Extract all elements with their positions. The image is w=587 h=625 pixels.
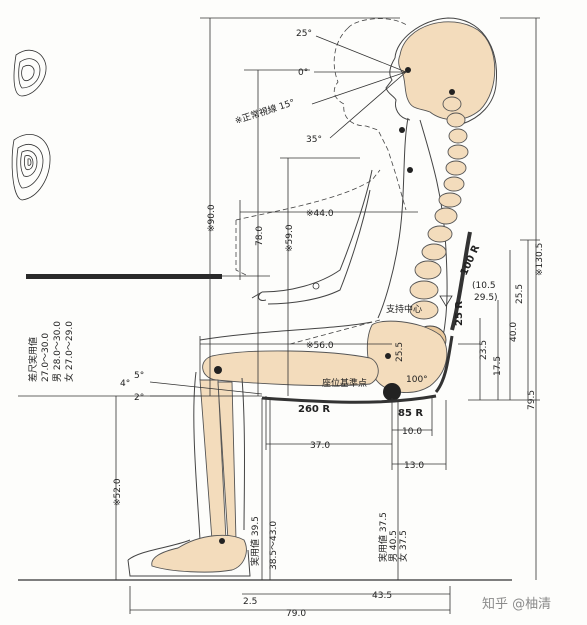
dim-90: ※90.0 [207, 204, 217, 232]
backrest-upper [450, 231, 472, 331]
angle-35: 35° [306, 135, 322, 145]
diff-title: 差尺実用値 [27, 337, 39, 382]
angle-2: 2° [134, 393, 144, 403]
dim-38-5-43: 38.5～43.0 [269, 521, 279, 570]
dim-44: ※44.0 [306, 209, 334, 219]
radius-260: 260 R [298, 404, 330, 415]
support-center-mark [439, 295, 453, 307]
dim-10: 10.0 [402, 427, 422, 437]
sight-line-label: ※正常視線 15° [233, 96, 296, 127]
dim-44-star: ※ [306, 209, 314, 219]
radius-25: 25 R [454, 301, 465, 326]
dim-23-5: 23.5 [479, 340, 489, 360]
dim-paren-2: 29.5) [474, 293, 498, 303]
dim-130-5-value: 130.5 [535, 243, 545, 269]
dim-130-5-star: ※ [535, 268, 545, 276]
table-edge [26, 274, 222, 279]
pressure-contour-bottom [11, 134, 51, 201]
dashed-head-posture [333, 18, 409, 211]
dim-39-5: 実用値 39.5 [249, 516, 261, 566]
dim-52-star: ※ [113, 498, 123, 506]
dim-79-5: 79.5 [527, 390, 537, 410]
dim-79: 79.0 [286, 609, 306, 619]
angle-25: 25° [296, 29, 312, 39]
sight-lines [311, 35, 411, 139]
femur [202, 350, 379, 387]
dim-52: ※52.0 [113, 478, 123, 506]
dim-56: ※56.0 [306, 341, 334, 351]
dim-52-value: 52.0 [113, 478, 123, 498]
dim-130-5: ※130.5 [535, 243, 545, 276]
dim-56-value: 56.0 [314, 341, 334, 351]
seat-reference-mark [383, 383, 401, 401]
angle-100: 100° [406, 375, 428, 385]
sight-line-text: 正常視線 15° [240, 96, 296, 124]
star-mark: ※ [234, 115, 244, 127]
dim-37: 37.0 [310, 441, 330, 451]
dim-59: ※59.0 [285, 224, 295, 252]
dim-37-5: 実用値 37.5 [377, 512, 389, 562]
support-center-label: 支持中心 [386, 303, 422, 315]
angle-0: 0° [298, 68, 308, 78]
radius-100: 100 R [459, 243, 483, 277]
dim-17-5: 17.5 [493, 356, 503, 376]
dim-25-5-pelvis: 25.5 [395, 342, 405, 362]
diff-female: 女 27.0～29.0 [63, 321, 75, 382]
dim-40: 40.0 [509, 322, 519, 342]
dim-90-value: 90.0 [207, 204, 217, 224]
diff-all: 27.0～30.0 [41, 333, 51, 382]
seat-ref-label: 座位基準点 [322, 377, 367, 389]
radius-85: 85 R [398, 408, 423, 419]
dashed-arm-posture [235, 169, 381, 277]
dim-2-5: 2.5 [243, 597, 257, 607]
dimension-lines [115, 17, 540, 614]
watermark: 知乎 @柚清 [482, 596, 551, 612]
dim-43-5: 43.5 [372, 591, 392, 601]
angle-5: 5° [134, 371, 144, 381]
dim-78: 78.0 [255, 226, 265, 246]
dim-56-star: ※ [306, 341, 314, 351]
dim-59-value: 59.0 [285, 224, 295, 244]
pressure-contour-top [13, 49, 47, 97]
dim-37-5-female: 女 37.5 [397, 530, 409, 562]
diff-male: 男 28.0～30.0 [52, 321, 63, 382]
dim-90-star: ※ [207, 224, 217, 232]
dim-44-value: 44.0 [314, 209, 334, 219]
dim-13: 13.0 [404, 461, 424, 471]
foot [151, 534, 247, 573]
backrest-lower [434, 335, 454, 393]
dim-paren-1: (10.5 [472, 281, 496, 291]
seat-surface [261, 394, 437, 404]
angle-4: 4° [120, 379, 130, 389]
dim-25-5: 25.5 [515, 284, 525, 304]
dim-59-star: ※ [285, 244, 295, 252]
dim-40-5-male: 男 40.5 [388, 530, 399, 562]
